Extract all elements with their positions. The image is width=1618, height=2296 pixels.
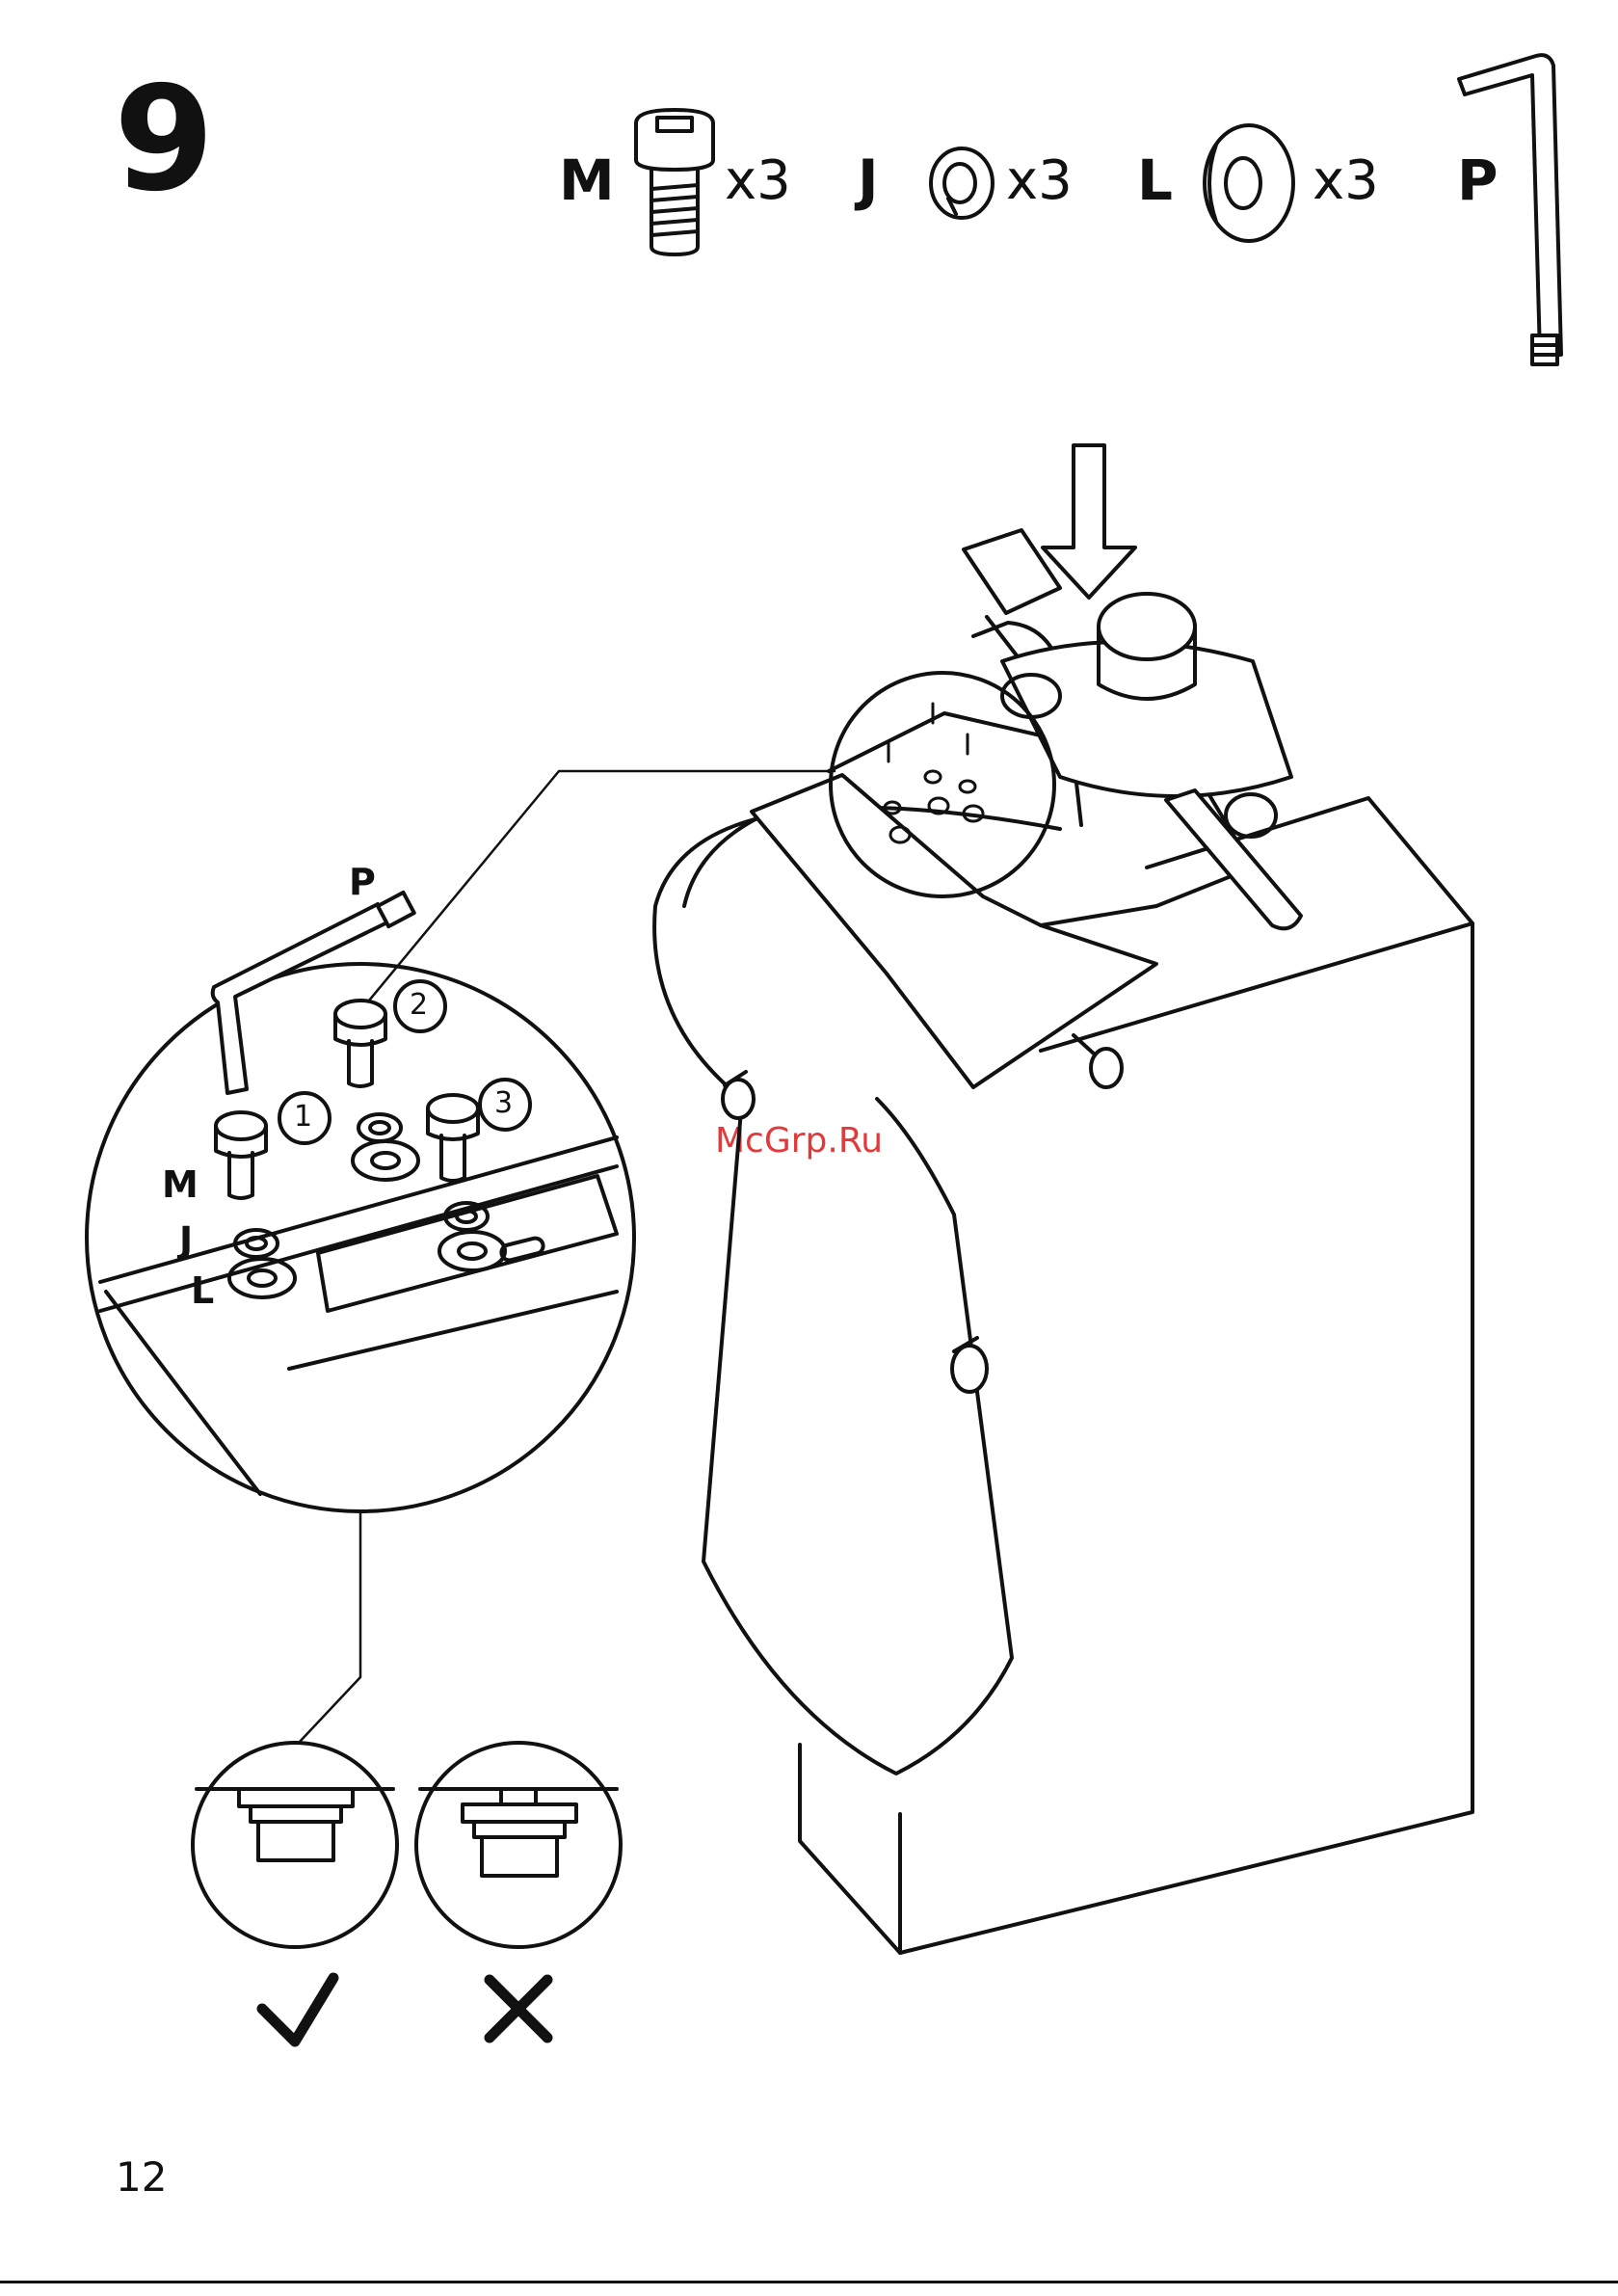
screw-2: [335, 1001, 385, 1086]
allen-key-icon: [1459, 55, 1561, 364]
screw-3: [428, 1095, 478, 1181]
peg: [952, 1338, 987, 1392]
order-number-1: 1: [294, 1103, 312, 1132]
leader-line-bottom: [299, 1511, 360, 1743]
correct-example: [193, 1743, 397, 1947]
order-number-3: 3: [494, 1089, 513, 1118]
detail-contents: [100, 893, 617, 1494]
flat-washer-icon: [1205, 125, 1293, 241]
spring-washer-icon: [931, 148, 993, 218]
peg: [1074, 1035, 1122, 1087]
mini-fasteners: [885, 704, 983, 842]
incorrect-example: [416, 1743, 621, 1947]
down-arrow-icon: [1043, 445, 1135, 598]
screw-icon: [636, 110, 713, 254]
checkmark-icon: [262, 1978, 333, 2042]
screw-1: [216, 1112, 266, 1198]
peg: [723, 1072, 754, 1118]
cross-icon: [490, 1980, 547, 2038]
order-number-2: 2: [410, 991, 428, 1020]
